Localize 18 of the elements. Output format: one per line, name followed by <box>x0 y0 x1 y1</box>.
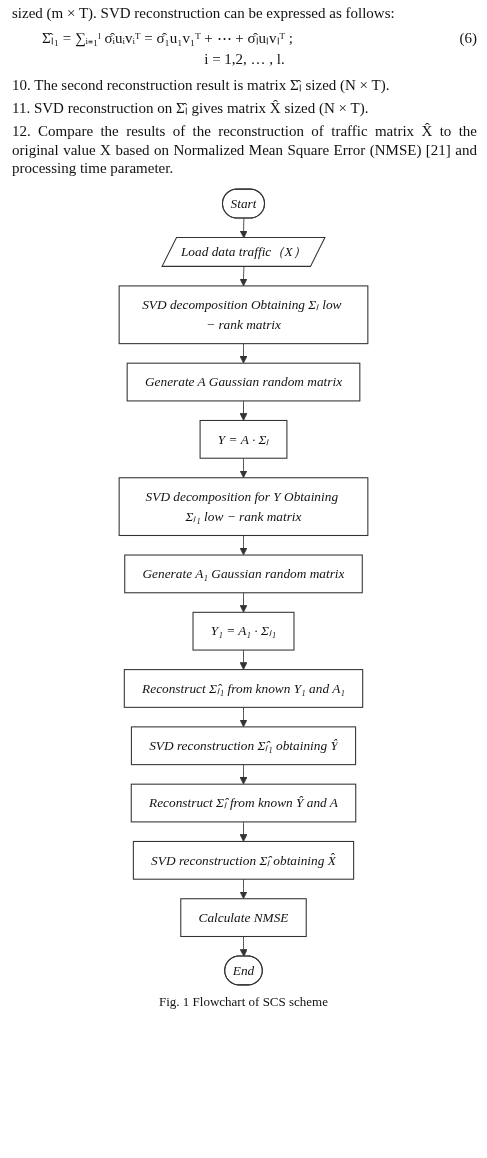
equation-number: (6) <box>459 28 477 48</box>
node-box: Calculate NMSE <box>180 898 307 938</box>
node-box: Generate A Gaussian random matrix <box>126 362 361 402</box>
body-text: sized (m × T). SVD reconstruction can be expressed as follows: <box>12 4 396 23</box>
equation: Σ̂ₗ₁ = ∑ᵢ₌₁ˡ σ̂ᵢuᵢvᵢᵀ = σ̂₁u₁v₁ᵀ + ⋯ + σ̂ₗuₗvₗᵀ ; <box>42 28 293 48</box>
node-box: SVD reconstruction Σ̂ₗ obtaining X̂ <box>132 840 355 880</box>
node-box: Generate A₁ Gaussian random matrix <box>124 554 363 594</box>
body-text: 12. Compare the results of the reconstruction of traffic matrix X̂ to the original value X based on Normalized Mean Square Error (NMSE) [21] and processing time parameter. <box>12 121 477 178</box>
node-box: Reconstruct Σ̂ₗ₁ from known Y₁ and A₁ <box>123 669 364 708</box>
node-box: Y₁ = A₁ · Σₗ₁ <box>192 611 295 651</box>
node-box: Y = A · Σₗ <box>199 419 288 459</box>
node-box: SVD decomposition Obtaining Σₗ low − rank matrix <box>118 285 369 345</box>
node-box: Reconstruct Σ̂ₗ from known Ŷ and A <box>130 783 357 823</box>
node-box: SVD decomposition for Y Obtaining Σₗ₁ low − rank matrix <box>118 477 369 537</box>
body-text: 11. SVD reconstruction on Σ̂ₗ gives matrix X̂ sized (N × T). <box>12 99 370 118</box>
body-text: 10. The second reconstruction result is matrix Σ̂ₗ sized (N × T). <box>12 76 391 95</box>
figure-caption: Fig. 1 Flowchart of SCS scheme <box>158 994 329 1010</box>
equation-condition: i = 1,2, … , l. <box>203 49 286 69</box>
